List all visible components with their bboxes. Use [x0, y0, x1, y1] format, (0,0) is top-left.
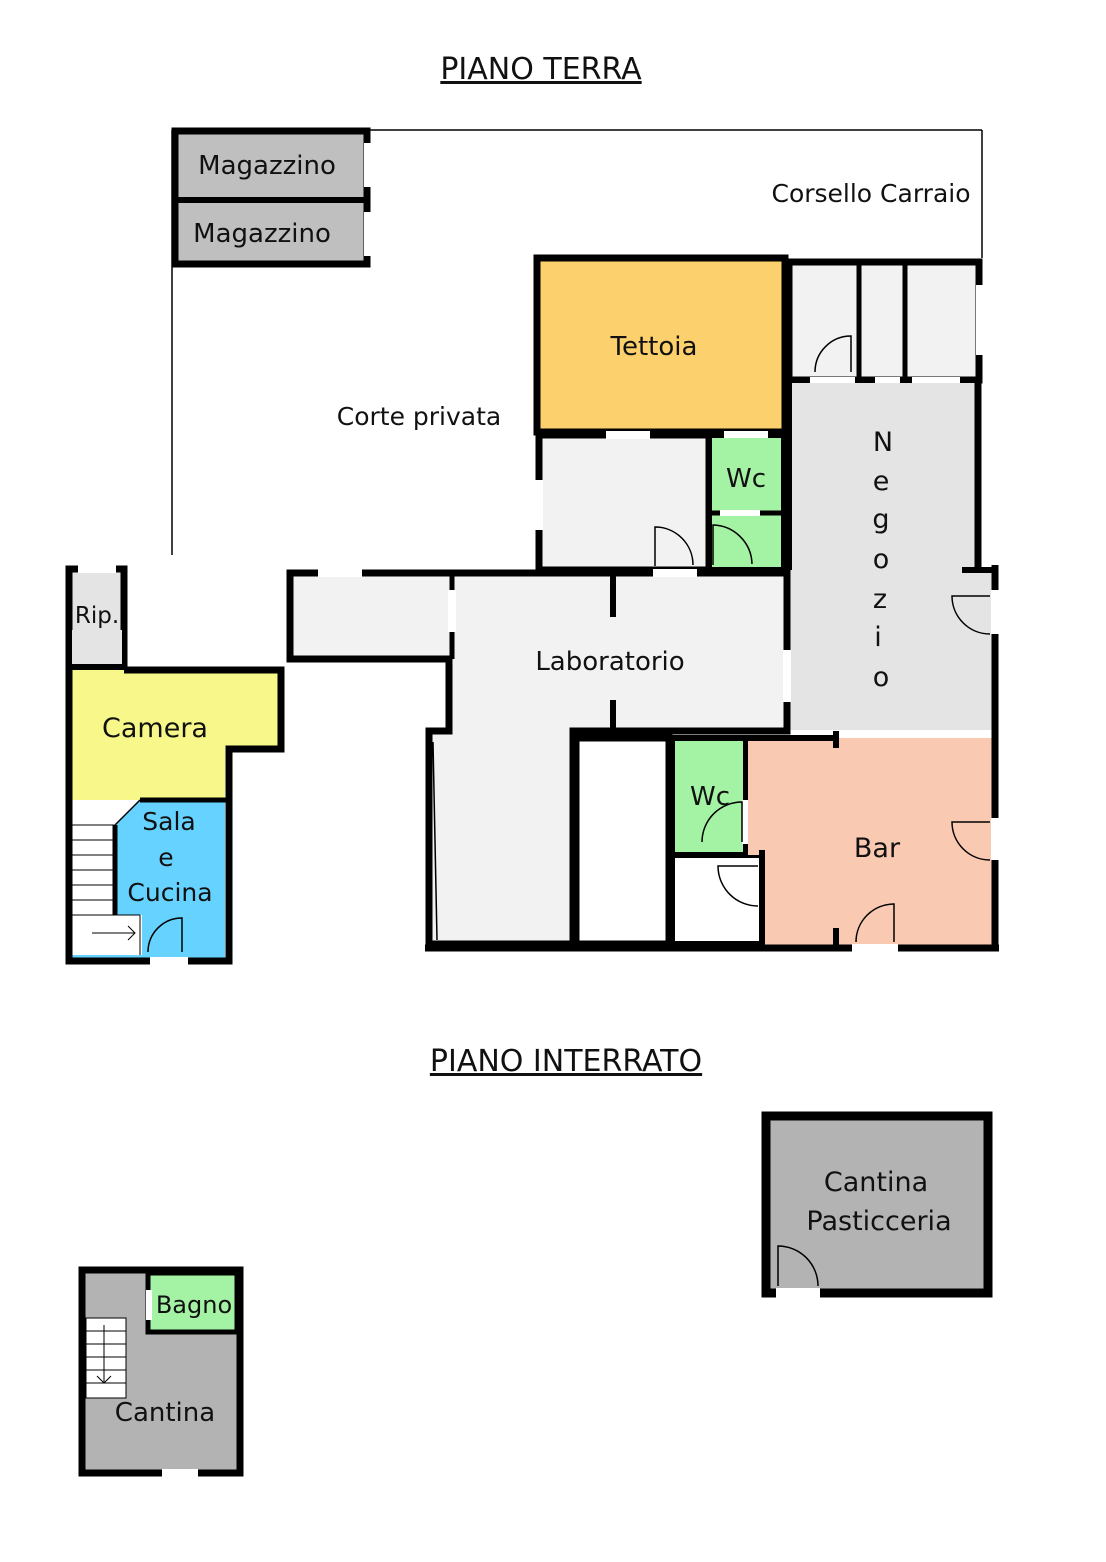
- label-sala-line-3: Cucina: [127, 878, 212, 907]
- room-corridor-lower: [572, 734, 673, 948]
- negozio-letter-i: i: [874, 622, 882, 653]
- magazzino-block: [171, 127, 371, 268]
- label-sala-line-2: e: [158, 843, 173, 872]
- negozio-letter-e: e: [873, 466, 890, 497]
- room-anteroom: [535, 431, 713, 574]
- room-negozio: [786, 380, 999, 740]
- negozio-letter-z: z: [873, 584, 887, 615]
- room-bar: [425, 731, 999, 952]
- room-camera: [72, 670, 281, 800]
- label-wc-upper: Wc: [726, 464, 766, 494]
- label-tettoia: Tettoia: [610, 332, 698, 362]
- negozio-letter-n: N: [873, 427, 893, 458]
- negozio-letter-o2: o: [873, 662, 890, 693]
- label-negozio-vertical: N e g o z i o: [872, 427, 893, 693]
- room-sala-cucina: [71, 800, 225, 958]
- label-sala-line-1: Sala: [142, 807, 195, 836]
- label-corsello-carraio: Corsello Carraio: [771, 179, 970, 208]
- label-corte-privata: Corte privata: [337, 402, 502, 431]
- room-laboratorio: [286, 569, 791, 948]
- title-piano-terra: PIANO TERRA: [440, 52, 642, 87]
- label-bar: Bar: [854, 833, 901, 864]
- door-gap-sala: [150, 957, 188, 965]
- room-tettoia: [533, 254, 789, 436]
- room-cantina-pasticceria: [761, 1111, 993, 1298]
- room-ripostiglio: [65, 565, 128, 671]
- storerooms-top-right: [785, 258, 983, 384]
- label-cantina: Cantina: [115, 1398, 215, 1428]
- room-cantina: [78, 1266, 244, 1477]
- label-bagno: Bagno: [156, 1291, 232, 1319]
- label-ripostiglio: Rip.: [75, 603, 119, 629]
- label-cantina-pasticceria-1: Cantina: [824, 1167, 928, 1198]
- label-cantina-pasticceria-2: Pasticceria: [806, 1206, 951, 1237]
- label-wc-lower: Wc: [690, 782, 730, 812]
- label-laboratorio: Laboratorio: [535, 647, 684, 677]
- room-wc-upper: [706, 431, 787, 573]
- title-piano-interrato: PIANO INTERRATO: [430, 1044, 702, 1079]
- negozio-letter-o: o: [873, 544, 890, 575]
- left-apartment-walls: [65, 666, 285, 965]
- label-camera: Camera: [102, 713, 208, 744]
- negozio-letter-g: g: [872, 504, 889, 535]
- room-wc-lower: [669, 735, 765, 947]
- label-magazzino-2: Magazzino: [193, 219, 331, 249]
- label-magazzino-1: Magazzino: [198, 151, 336, 181]
